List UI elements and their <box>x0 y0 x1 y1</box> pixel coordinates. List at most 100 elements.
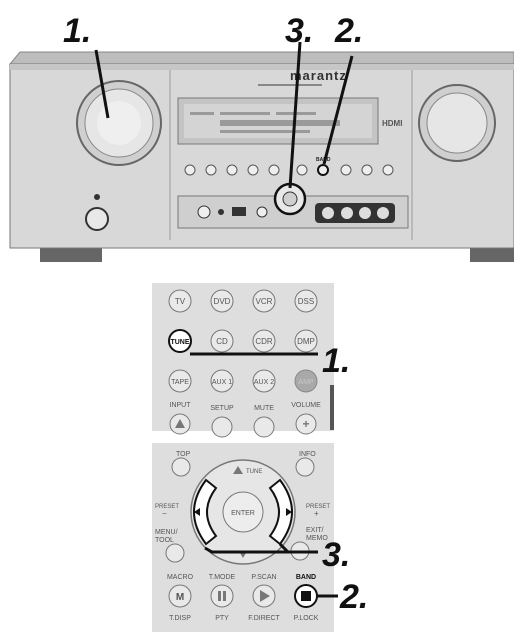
info-label: INFO <box>299 451 316 458</box>
video-input-jack[interactable] <box>341 207 353 219</box>
callout-step-3-remote: 3. <box>322 536 350 574</box>
input-selector-knob-center <box>97 101 141 145</box>
audio-input-jack[interactable] <box>359 207 371 219</box>
callout-2-leader <box>322 55 354 165</box>
standby-indicator <box>94 194 100 200</box>
pty-label: PTY <box>215 615 229 622</box>
callout-step-3-top: 3. <box>285 12 313 50</box>
remote-top-section: TV DVD VCR DSS TUNE CD CDR DMP TAPE AUX … <box>152 283 334 438</box>
volume-label: VOLUME <box>291 402 321 409</box>
power-button[interactable] <box>85 207 109 231</box>
receiver-top-band <box>10 64 514 70</box>
cursor-left-button[interactable] <box>193 478 218 546</box>
headphone-jack[interactable] <box>197 205 211 219</box>
receiver-foot-right <box>470 248 514 262</box>
source-button[interactable] <box>382 164 394 176</box>
vcr-button[interactable] <box>252 289 276 313</box>
setup-mic-jack[interactable] <box>218 209 224 215</box>
exit-label: EXIT/ <box>306 527 324 534</box>
volume-up-button[interactable] <box>295 413 317 435</box>
dvd-button[interactable] <box>210 289 234 313</box>
brand-subline <box>258 84 322 86</box>
pause-icon <box>218 591 221 601</box>
setup-button[interactable] <box>211 416 233 438</box>
source-button[interactable] <box>226 164 238 176</box>
pscan-label: P.SCAN <box>251 574 276 581</box>
preset-minus-label: PRESET <box>155 504 179 510</box>
callout-step-2-top: 2. <box>334 12 363 50</box>
dvd-button-label: DVD <box>214 297 231 306</box>
callout-step-1-top: 1. <box>63 12 91 50</box>
aux2-button-label: AUX 2 <box>254 379 274 386</box>
pause-button[interactable] <box>210 584 234 608</box>
tune-up-icon <box>233 466 243 474</box>
tape-button[interactable] <box>168 369 192 393</box>
cursor-right-button[interactable] <box>268 478 293 546</box>
source-button[interactable] <box>247 164 259 176</box>
source-button[interactable] <box>268 164 280 176</box>
front-cursor-center[interactable] <box>282 191 298 207</box>
input-label: INPUT <box>170 402 192 409</box>
aux1-button[interactable] <box>210 369 234 393</box>
tune-up-label: TUNE <box>246 469 262 475</box>
amp-button[interactable] <box>294 369 318 393</box>
aux2-button[interactable] <box>252 369 276 393</box>
amp-button-label: AMP <box>298 379 314 386</box>
brand-logo: marantz <box>290 68 347 83</box>
source-button-row: BAND <box>184 157 394 176</box>
source-button[interactable] <box>205 164 217 176</box>
tv-button-label: TV <box>175 297 186 306</box>
tune-button-label: TUNE <box>170 339 189 346</box>
hdmi-logo: HDMI <box>382 119 402 128</box>
preset-plus-label: PRESET <box>306 504 330 510</box>
tv-button[interactable] <box>168 289 192 313</box>
receiver-front-panel: marantz HDMI BAND <box>8 51 514 262</box>
enter-button[interactable] <box>222 491 264 533</box>
tape-button-label: TAPE <box>171 379 189 386</box>
receiver-foot-left <box>40 248 102 262</box>
source-button[interactable] <box>361 164 373 176</box>
volume-knob[interactable] <box>426 92 488 154</box>
vcr-button-label: VCR <box>256 297 273 306</box>
usb-port[interactable] <box>232 207 246 216</box>
pause-icon <box>223 591 226 601</box>
macro-label: MACRO <box>167 574 194 581</box>
menu-label: MENU/ <box>155 529 178 536</box>
stop-icon <box>301 591 311 601</box>
mute-label: MUTE <box>254 405 274 412</box>
tmode-label: T.MODE <box>209 574 236 581</box>
menu-button[interactable] <box>165 543 185 563</box>
source-button[interactable] <box>340 164 352 176</box>
info-button[interactable] <box>295 457 315 477</box>
source-button[interactable] <box>296 164 308 176</box>
audio-input-jack[interactable] <box>377 207 389 219</box>
cd-button-label: CD <box>216 337 228 346</box>
mute-button[interactable] <box>253 416 275 438</box>
source-button[interactable] <box>184 164 196 176</box>
tool-label: TOOL <box>155 537 174 544</box>
tune-button[interactable] <box>168 329 192 353</box>
top-button[interactable] <box>171 457 191 477</box>
tdisp-label: T.DISP <box>169 615 191 622</box>
callout-1-leader <box>94 49 110 119</box>
callout-3-remote-leader <box>204 542 318 554</box>
macro-button[interactable] <box>168 584 192 608</box>
dss-button[interactable] <box>294 289 318 313</box>
enter-button-label: ENTER <box>231 510 255 517</box>
up-triangle-icon <box>175 419 185 428</box>
cdr-button[interactable] <box>252 329 276 353</box>
front-jack[interactable] <box>256 206 268 218</box>
band-button-label: BAND <box>316 157 331 163</box>
memo-label: MEMO <box>306 535 328 542</box>
preset-plus-sign: + <box>314 509 319 518</box>
m-button-label: M <box>176 592 184 603</box>
dmp-button[interactable] <box>294 329 318 353</box>
cd-button[interactable] <box>210 329 234 353</box>
band-button[interactable] <box>317 164 329 176</box>
plus-icon: + <box>302 417 309 431</box>
fdirect-label: F.DIRECT <box>248 615 280 622</box>
callout-step-2-remote: 2. <box>339 578 368 616</box>
video-input-jack[interactable] <box>322 207 334 219</box>
preset-minus-sign: − <box>162 509 167 518</box>
